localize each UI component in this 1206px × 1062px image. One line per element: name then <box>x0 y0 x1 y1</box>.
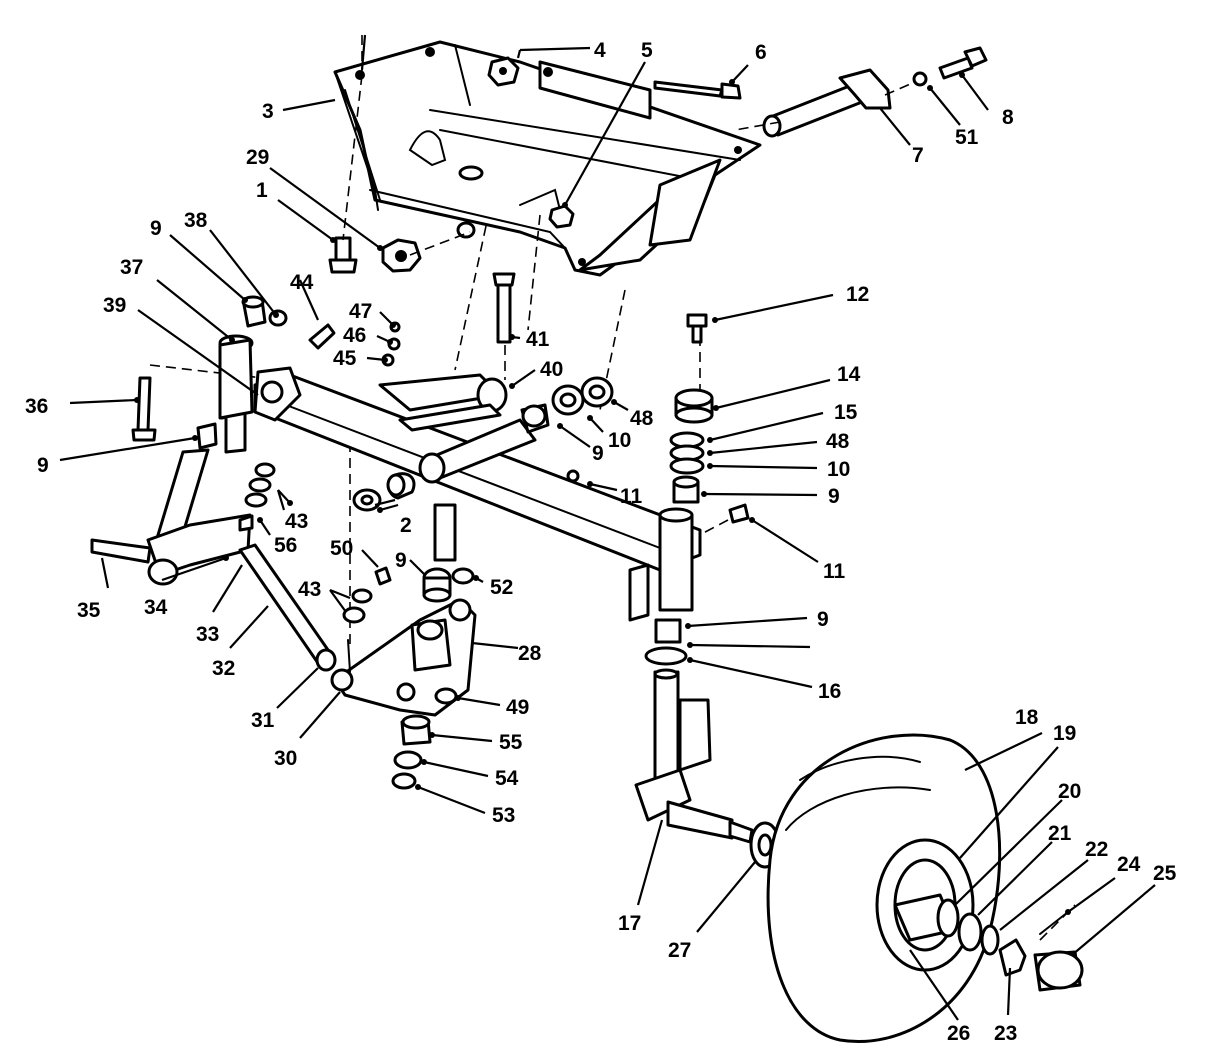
left-spindle-assembly <box>90 338 477 717</box>
callout-40: 40 <box>540 358 563 381</box>
callout-3: 3 <box>262 100 274 123</box>
callout-41: 41 <box>526 328 550 351</box>
callout-53: 53 <box>492 804 515 827</box>
callout-9-top-left: 9 <box>150 217 162 240</box>
callout-43-left: 43 <box>285 510 308 533</box>
callout-52: 52 <box>490 576 513 599</box>
callout-24: 24 <box>1117 853 1141 876</box>
callout-labels: 1 2 3 4 5 6 7 8 9 9 9 9 9 9 10 10 11 11 … <box>25 39 1177 1045</box>
callout-8: 8 <box>1002 106 1014 129</box>
callout-19: 19 <box>1053 722 1076 745</box>
callout-6: 6 <box>755 41 767 64</box>
callout-48-right: 48 <box>826 430 850 453</box>
axle-beam <box>218 334 702 622</box>
callout-26: 26 <box>947 1022 970 1045</box>
mounting-bracket <box>333 40 762 277</box>
callout-37: 37 <box>120 256 143 279</box>
right-spindle <box>634 668 781 869</box>
callout-45: 45 <box>333 347 357 370</box>
callout-33: 33 <box>196 623 219 646</box>
callout-43-center: 43 <box>298 578 321 601</box>
callout-15: 15 <box>834 401 858 424</box>
callout-12: 12 <box>846 283 869 306</box>
callout-9-lower-center: 9 <box>395 549 407 572</box>
callout-44: 44 <box>290 271 314 294</box>
callout-9-right: 9 <box>828 485 840 508</box>
callout-56: 56 <box>274 534 297 557</box>
callout-50: 50 <box>330 537 353 560</box>
callout-30: 30 <box>274 747 297 770</box>
callout-17: 17 <box>618 912 641 935</box>
callout-14: 14 <box>837 363 861 386</box>
callout-36: 36 <box>25 395 48 418</box>
hardware-small <box>131 295 750 790</box>
callout-21: 21 <box>1048 822 1072 845</box>
callout-32: 32 <box>212 657 235 680</box>
callout-9-center: 9 <box>592 442 604 465</box>
callout-27: 27 <box>668 939 691 962</box>
callout-35: 35 <box>77 599 101 622</box>
callout-46: 46 <box>343 324 366 347</box>
callout-10-right: 10 <box>827 458 850 481</box>
leader-lines <box>59 34 1156 1021</box>
callout-38: 38 <box>184 209 208 232</box>
callout-11-center: 11 <box>620 485 643 508</box>
callout-9-lower-right: 9 <box>817 608 829 631</box>
callout-10-center: 10 <box>608 429 631 452</box>
hardware-upper <box>328 46 988 344</box>
callout-23: 23 <box>994 1022 1017 1045</box>
callout-20: 20 <box>1058 780 1081 803</box>
callout-7: 7 <box>912 144 924 167</box>
callout-22: 22 <box>1085 838 1108 861</box>
callout-25: 25 <box>1153 862 1177 885</box>
callout-4: 4 <box>594 39 606 62</box>
callout-1: 1 <box>256 179 268 202</box>
callout-49: 49 <box>506 696 529 719</box>
callout-51: 51 <box>955 126 979 149</box>
callout-31: 31 <box>251 709 275 732</box>
wheel-assembly <box>766 733 1084 1043</box>
callout-55: 55 <box>499 731 523 754</box>
callout-18: 18 <box>1015 706 1039 729</box>
callout-5: 5 <box>641 39 653 62</box>
callout-16: 16 <box>818 680 841 703</box>
callout-2: 2 <box>400 514 412 537</box>
callout-28: 28 <box>518 642 542 665</box>
callout-11-right: 11 <box>823 560 846 583</box>
callout-48-center: 48 <box>630 407 654 430</box>
callout-47: 47 <box>349 300 372 323</box>
callout-9-left: 9 <box>37 454 49 477</box>
callout-29: 29 <box>246 146 269 169</box>
callout-39: 39 <box>103 294 126 317</box>
callout-34: 34 <box>144 596 168 619</box>
callout-54: 54 <box>495 767 519 790</box>
